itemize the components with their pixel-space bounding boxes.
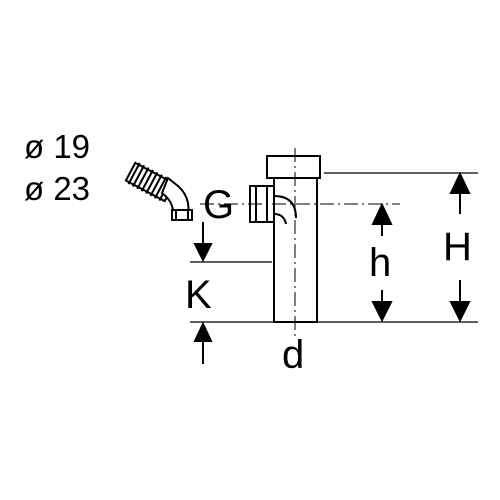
arrow-h-down bbox=[371, 301, 393, 323]
label-diameter-19: ø 19 bbox=[24, 128, 90, 165]
dimension-k bbox=[193, 222, 213, 364]
arrow-h-up bbox=[371, 202, 393, 225]
label-K: K bbox=[185, 273, 212, 317]
label-G: G bbox=[203, 183, 234, 227]
arrow-H-down bbox=[449, 301, 471, 323]
arrow-k-up bbox=[193, 321, 213, 342]
label-h: h bbox=[369, 241, 391, 285]
arrow-H-up bbox=[449, 171, 471, 194]
label-H: H bbox=[443, 225, 472, 269]
hose-nut bbox=[171, 209, 193, 221]
dimension-h bbox=[371, 202, 393, 323]
label-d: d bbox=[282, 333, 304, 377]
center-lines bbox=[200, 148, 400, 338]
inner-bend bbox=[273, 195, 297, 219]
pipe-socket bbox=[266, 155, 321, 179]
label-diameter-23: ø 23 bbox=[24, 170, 90, 207]
hose-connector bbox=[124, 161, 193, 221]
reference-lines bbox=[190, 172, 478, 323]
dimension-H bbox=[449, 171, 471, 323]
arrow-k-down bbox=[193, 243, 213, 263]
